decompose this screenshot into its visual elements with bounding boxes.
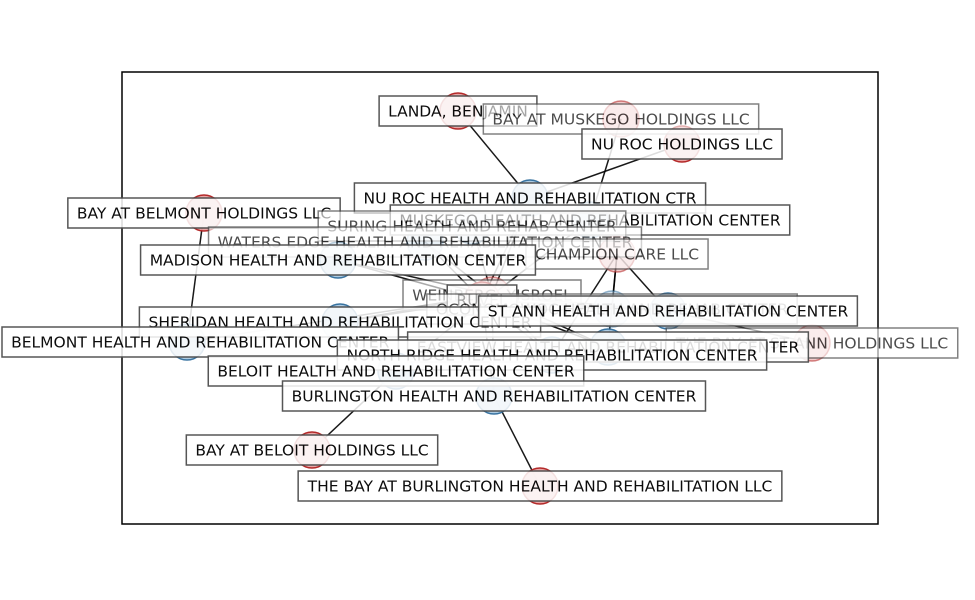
node-label-box [477,295,859,327]
node-label-text: BELMONT HEALTH AND REHABILITATION CENTER [11,334,389,352]
node-label-madison: MADISON HEALTH AND REHABILITATION CENTER [139,244,537,276]
node-label-text: ST ANN HEALTH AND REHABILITATION CENTER [488,303,849,321]
plot-frame [121,71,879,525]
node-label-box [525,238,709,270]
node-label-text: CHAMPION CARE LLC [535,246,699,264]
node-label-text: BAY AT MUSKEGO HOLDINGS LLC [492,111,749,129]
node-label-beloit-holdings: BAY AT BELOIT HOLDINGS LLC [185,434,439,466]
node-label-box [297,470,783,502]
node-label-box [1,326,400,358]
node-label-belmont-center: BELMONT HEALTH AND REHABILITATION CENTER [1,326,400,358]
node-label-text: THE BAY AT BURLINGTON HEALTH AND REHABIL… [307,478,773,496]
node-label-burlington-center: BURLINGTON HEALTH AND REHABILITATION CEN… [281,380,707,412]
node-label-box [139,244,537,276]
node-label-box [281,380,707,412]
node-label-text: NU ROC HOLDINGS LLC [591,136,773,154]
node-label-champion: CHAMPION CARE LLC [525,238,709,270]
node-label-belmont-holdings: BAY AT BELMONT HOLDINGS LLC [67,197,341,229]
node-label-text: BAY AT BELOIT HOLDINGS LLC [195,442,428,460]
node-label-box [185,434,439,466]
node-label-box [581,128,783,160]
node-label-nu-roc-holdings: NU ROC HOLDINGS LLC [581,128,783,160]
node-label-st-ann: ST ANN HEALTH AND REHABILITATION CENTER [477,295,859,327]
node-label-text: BELOIT HEALTH AND REHABILITATION CENTER [217,363,574,381]
node-label-text: NU ROC HEALTH AND REHABILITATION CTR [364,190,697,208]
node-label-text: MADISON HEALTH AND REHABILITATION CENTER [150,252,527,270]
node-label-bay-burlington: THE BAY AT BURLINGTON HEALTH AND REHABIL… [297,470,783,502]
node-label-text: BURLINGTON HEALTH AND REHABILITATION CEN… [292,388,697,406]
node-label-text: BAY AT BELMONT HOLDINGS LLC [77,205,331,223]
